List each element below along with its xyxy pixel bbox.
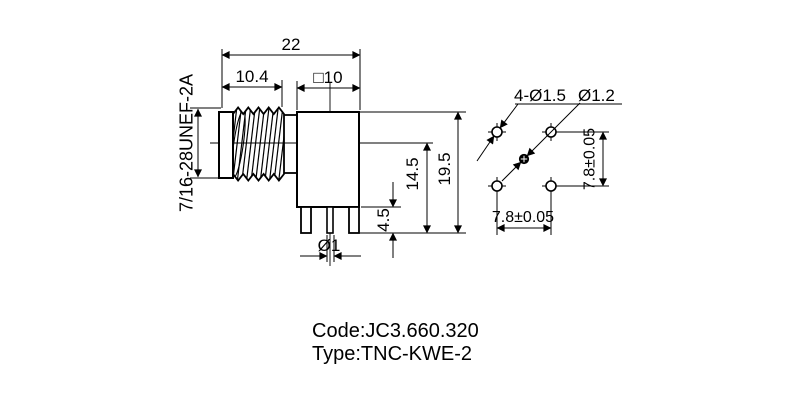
dim-axis-height-label: 14.5 <box>403 157 422 190</box>
thread-hatch <box>233 107 284 181</box>
dimension-axis-height: 14.5 <box>403 142 431 234</box>
center-hole-label: Ø1.2 <box>578 86 615 105</box>
dim-vertical-pitch-label: 7.8±0.05 <box>582 128 599 190</box>
footer-type-text: Type:TNC-KWE-2 <box>312 343 472 365</box>
pin-right <box>348 206 360 234</box>
dim-horizontal-pitch-label: 7.8±0.05 <box>492 209 554 226</box>
dim-pin-length-label: 4.5 <box>374 208 393 232</box>
hole-leaders: 4-Ø1.5 Ø1.2 <box>476 86 622 182</box>
footer: Code:JC3.660.320 Type:TNC-KWE-2 <box>312 320 479 365</box>
dimension-body-square: □10 <box>296 68 361 110</box>
thread-outline <box>232 106 285 182</box>
dim-body-square-label: □10 <box>313 68 342 87</box>
dimension-vertical-pitch: 7.8±0.05 <box>557 128 609 190</box>
pin-left <box>300 206 312 234</box>
dimension-horizontal-pitch: 7.8±0.05 <box>492 192 554 235</box>
connector-neck <box>284 114 297 174</box>
connector-thread <box>232 106 285 182</box>
corner-hole-top-left <box>488 123 506 141</box>
pin-center <box>326 206 334 234</box>
side-view: 22 10.4 □10 7/16-28UNEF-2A 4.5 <box>176 35 466 266</box>
dimension-thread-spec: 7/16-28UNEF-2A <box>176 74 221 212</box>
center-hole <box>518 153 530 165</box>
dim-total-length-label: 22 <box>282 35 301 54</box>
dim-total-height-label: 19.5 <box>435 152 454 185</box>
corner-holes <box>488 123 560 195</box>
dim-pin-diameter-label: Ø1 <box>318 236 341 255</box>
dimension-total-length: 22 <box>221 35 361 110</box>
connector-pins <box>300 206 360 234</box>
dimension-total-height: 19.5 <box>359 111 466 234</box>
connector-body <box>296 111 360 208</box>
dim-thread-length-label: 10.4 <box>235 67 268 86</box>
corner-holes-label: 4-Ø1.5 <box>514 86 566 105</box>
connector-flange <box>218 111 234 179</box>
hole-pattern-view: 4-Ø1.5 Ø1.2 7.8±0.05 7.8±0.05 <box>476 86 622 235</box>
footer-code-text: Code:JC3.660.320 <box>312 320 479 342</box>
dimension-pin-diameter: Ø1 <box>300 235 361 262</box>
dimension-pin-length: 4.5 <box>350 182 466 258</box>
thread-spec-label: 7/16-28UNEF-2A <box>176 74 196 212</box>
dimension-thread-length: 10.4 <box>221 67 283 107</box>
